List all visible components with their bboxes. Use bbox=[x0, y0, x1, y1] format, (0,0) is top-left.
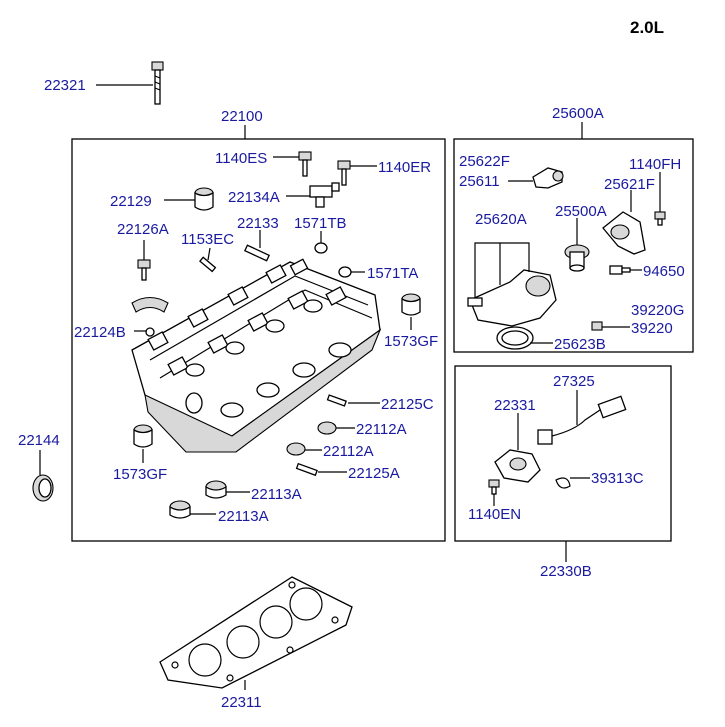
clip-39313C-part bbox=[555, 477, 571, 489]
label-1140ES: 1140ES bbox=[215, 150, 267, 167]
label-39220: 39220 bbox=[631, 320, 673, 337]
label-22134A: 22134A bbox=[228, 189, 280, 206]
label-1573GF-b: 1573GF bbox=[113, 466, 167, 483]
plug-1571TB-part bbox=[314, 242, 328, 254]
housing-25620A-part bbox=[467, 269, 557, 350]
plug-22113A-lower-part bbox=[169, 500, 191, 519]
cup-1573GF-right-part bbox=[401, 293, 421, 316]
label-1140FH: 1140FH bbox=[629, 156, 681, 173]
label-22129: 22129 bbox=[110, 193, 152, 210]
bolt-1140EN-part bbox=[488, 479, 500, 495]
sensor-22331-part bbox=[494, 449, 541, 483]
seal-22144-part bbox=[32, 474, 54, 502]
label-94650: 94650 bbox=[643, 263, 685, 280]
plug-22129-part bbox=[194, 187, 214, 211]
label-22112A-b: 22112A bbox=[323, 443, 374, 460]
label-22125C: 22125C bbox=[381, 396, 434, 413]
label-22331: 22331 bbox=[494, 397, 536, 414]
thermostat-group-box bbox=[453, 138, 694, 353]
label-22112A-a: 22112A bbox=[356, 421, 407, 438]
label-22311: 22311 bbox=[221, 694, 262, 711]
plug-22113A-upper-part bbox=[205, 480, 227, 499]
pin-1153EC-part bbox=[199, 256, 217, 273]
label-1571TB: 1571TB bbox=[294, 215, 347, 232]
label-22126A: 22126A bbox=[117, 221, 169, 238]
label-22144: 22144 bbox=[18, 432, 60, 449]
plug-39220-part bbox=[591, 321, 603, 331]
housing-25621F-part bbox=[602, 211, 646, 255]
cylinder-head-group-box bbox=[71, 138, 446, 542]
label-25500A: 25500A bbox=[555, 203, 607, 220]
engine-designation: 2.0L bbox=[630, 18, 664, 37]
label-22113A-b: 22113A bbox=[218, 508, 269, 525]
bolt-22126A-part bbox=[137, 259, 151, 281]
cup-1573GF-left-part bbox=[133, 424, 153, 448]
label-1140EN: 1140EN bbox=[468, 506, 521, 523]
thermostat-25500A-part bbox=[564, 244, 590, 272]
pin-22125C-part bbox=[326, 394, 347, 407]
label-39313C: 39313C bbox=[591, 470, 644, 487]
part-22124B bbox=[131, 296, 169, 337]
label-1153EC: 1153EC bbox=[181, 231, 234, 248]
label-1573GF-a: 1573GF bbox=[384, 333, 438, 350]
bolt-1140FH-part bbox=[654, 211, 666, 226]
harness-27325-part bbox=[537, 395, 627, 445]
label-25620A: 25620A bbox=[475, 211, 527, 228]
cylinder-head-part bbox=[131, 258, 382, 453]
label-25621F: 25621F bbox=[604, 176, 655, 193]
label-22125A: 22125A bbox=[348, 465, 400, 482]
bolt-22321-part bbox=[151, 61, 164, 105]
label-25622F: 25622F bbox=[459, 153, 510, 170]
label-1140ER: 1140ER bbox=[378, 159, 431, 176]
fitting-22134A-part bbox=[309, 182, 340, 208]
label-22330B: 22330B bbox=[540, 563, 592, 580]
label-25600A: 25600A bbox=[552, 105, 604, 122]
bolt-1140ER-part bbox=[337, 160, 351, 186]
label-22321: 22321 bbox=[44, 77, 86, 94]
label-22124B: 22124B bbox=[74, 324, 126, 341]
label-25623B: 25623B bbox=[554, 336, 606, 353]
leader-25620A-bracket bbox=[474, 242, 530, 298]
plug-1571TA-part bbox=[338, 266, 352, 278]
label-22113A-a: 22113A bbox=[251, 486, 302, 503]
label-25611: 25611 bbox=[459, 173, 500, 190]
bolt-1140ES-part bbox=[298, 151, 312, 177]
seal-22112A-lower-part bbox=[286, 442, 306, 456]
label-22100: 22100 bbox=[221, 108, 263, 125]
water-fitting-25611-part bbox=[532, 167, 564, 189]
label-39220G: 39220G bbox=[631, 302, 684, 319]
sensor-94650-part bbox=[609, 265, 631, 275]
head-gasket-22311-part bbox=[159, 576, 353, 689]
label-22133: 22133 bbox=[237, 215, 279, 232]
dowel-22133-part bbox=[243, 244, 271, 262]
label-27325: 27325 bbox=[553, 373, 595, 390]
leader-1153EC bbox=[207, 247, 211, 261]
sensor-group-box bbox=[454, 365, 672, 542]
label-1571TA: 1571TA bbox=[367, 265, 418, 282]
seal-22112A-upper-part bbox=[317, 421, 337, 435]
pin-22125A-part bbox=[295, 462, 318, 477]
